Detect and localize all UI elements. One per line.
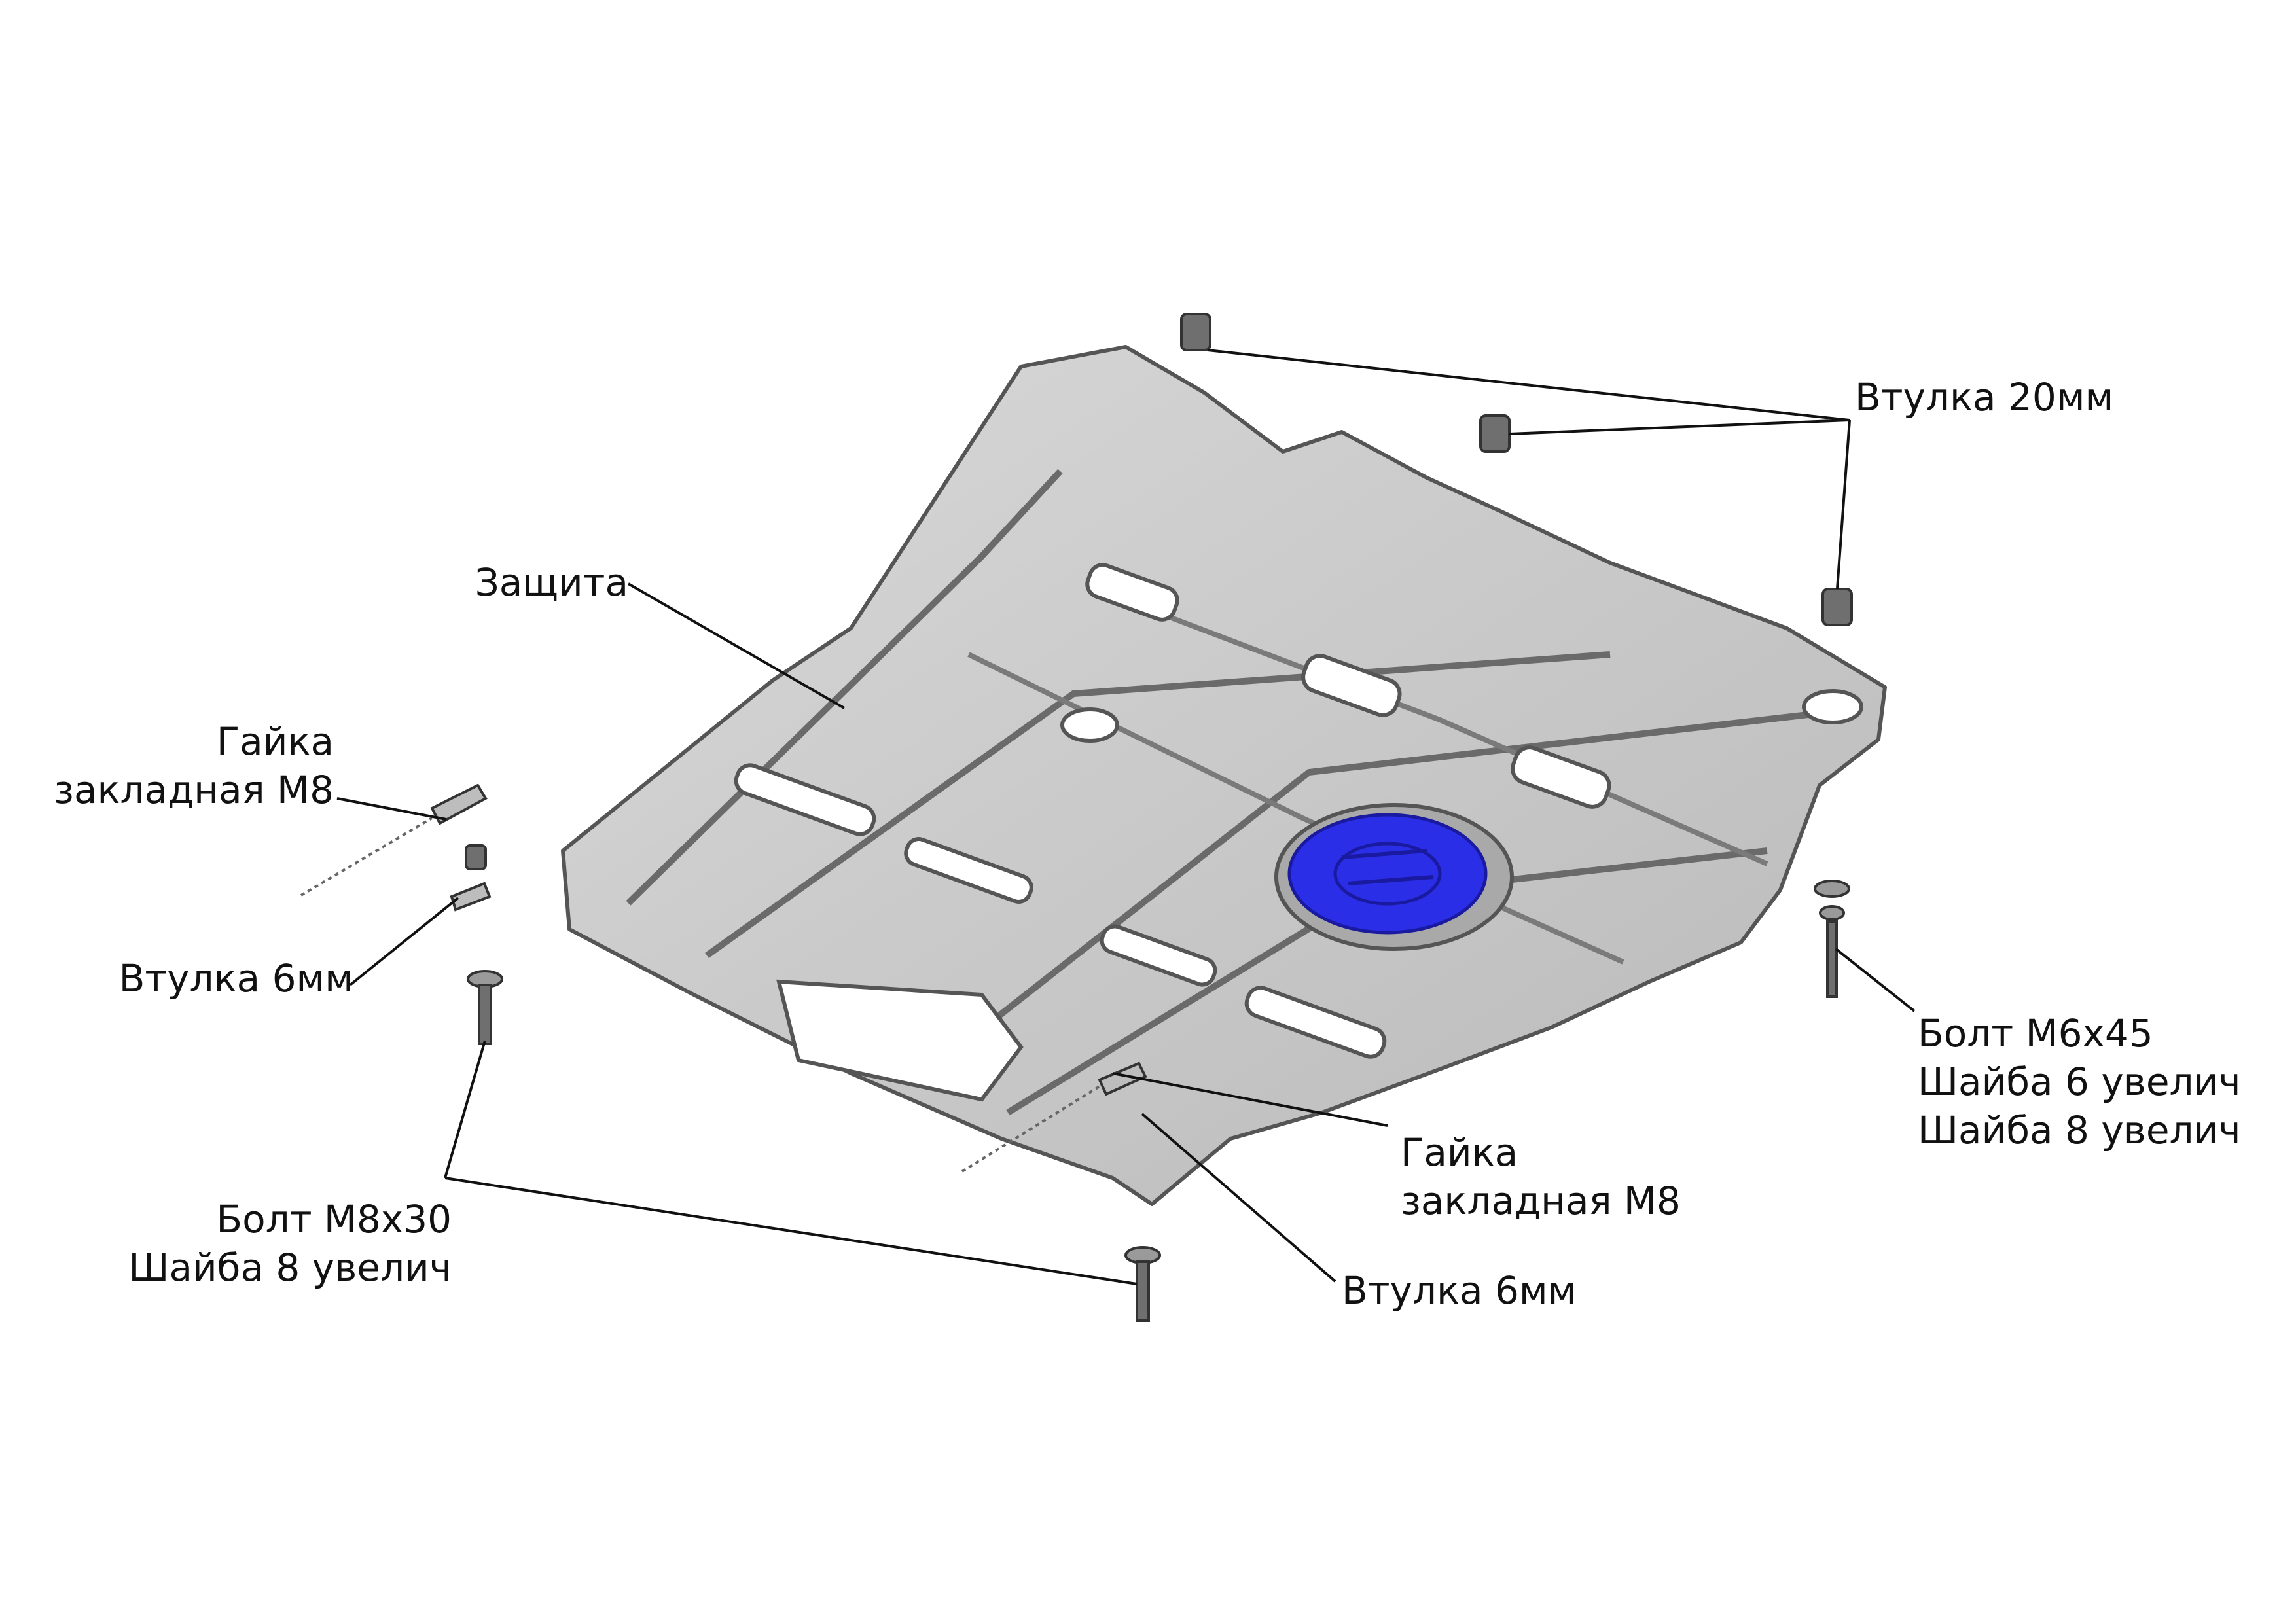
plate-rail-3 [940, 710, 1820, 1063]
hardware [300, 313, 1853, 1322]
slot [776, 979, 1024, 1102]
label-bushing-20-text: Втулка 20мм [1855, 375, 2114, 419]
label-bolt-m6-line3: Шайба 8 увелич [1918, 1108, 2241, 1152]
label-bolt-m6-line1: Болт М6х45 [1918, 1011, 2153, 1056]
label-bushing6-left-text: Втулка 6мм [118, 956, 353, 1001]
label-bolt-m8-line2: Шайба 8 увелич [128, 1245, 452, 1290]
label-bolt-m6-line2: Шайба 6 увелич [1918, 1060, 2241, 1104]
leader-nut-left [336, 797, 447, 821]
slot [1511, 745, 1611, 809]
label-bolt-m6: Болт М6х45 Шайба 6 увелич Шайба 8 увелич [1918, 1009, 2241, 1154]
slot [1085, 563, 1179, 622]
slot [1244, 986, 1387, 1059]
hole [1802, 689, 1863, 724]
leader-bolt-m8-1 [444, 1040, 486, 1179]
leader-lines [336, 349, 1916, 1285]
slot [1100, 924, 1217, 987]
leader-nut-center [1112, 1072, 1388, 1127]
leader-bushing20-2 [1509, 419, 1850, 435]
label-bolt-m8-line1: Болт М8х30 [216, 1197, 452, 1241]
label-shield: Защита [471, 558, 628, 607]
leader-bushing6-center [1141, 1113, 1336, 1283]
slot [904, 837, 1033, 904]
label-bushing6-center: Втулка 6мм [1342, 1266, 1576, 1315]
plate-rail-2 [705, 651, 1611, 959]
label-nut-left: Гайка закладная М8 [39, 717, 334, 814]
leader-bolt-m6 [1835, 948, 1916, 1012]
label-nut-left-line2: закладная М8 [54, 768, 334, 812]
hole [1060, 707, 1119, 743]
plate-slots [734, 563, 1863, 1102]
drain-hatch [1274, 803, 1514, 951]
leader-bushing20-3 [1836, 419, 1851, 590]
label-nut-left-line1: Гайка [216, 719, 334, 764]
leader-shield [628, 582, 845, 709]
skid-plate [561, 345, 1887, 1206]
label-nut-center: Гайка закладная М8 [1401, 1128, 1681, 1225]
slot [734, 763, 876, 836]
label-bushing-20: Втулка 20мм [1855, 373, 2113, 421]
slot [1301, 654, 1402, 717]
label-shield-text: Защита [475, 560, 628, 605]
bolt-m8-left-part [467, 970, 503, 1045]
leader-bushing20-1 [1207, 349, 1850, 421]
label-nut-center-line2: закладная М8 [1401, 1179, 1681, 1223]
bolt-m6-right-part [1814, 880, 1850, 998]
plate-rail-5 [1111, 593, 1768, 866]
label-bushing6-center-text: Втулка 6мм [1342, 1268, 1577, 1313]
bushing-20-part [1180, 313, 1853, 626]
nut-center-part [961, 1061, 1147, 1173]
label-bushing6-left: Втулка 6мм [65, 954, 353, 1003]
label-nut-center-line1: Гайка [1401, 1130, 1518, 1175]
label-bolt-m8: Болт М8х30 Шайба 8 увелич [65, 1195, 452, 1292]
bushing-6-left-part [450, 844, 492, 912]
leader-bushing6-left [349, 897, 459, 986]
bolt-m8-bottom-part [1124, 1246, 1161, 1322]
leader-bolt-m8-2 [444, 1177, 1138, 1285]
